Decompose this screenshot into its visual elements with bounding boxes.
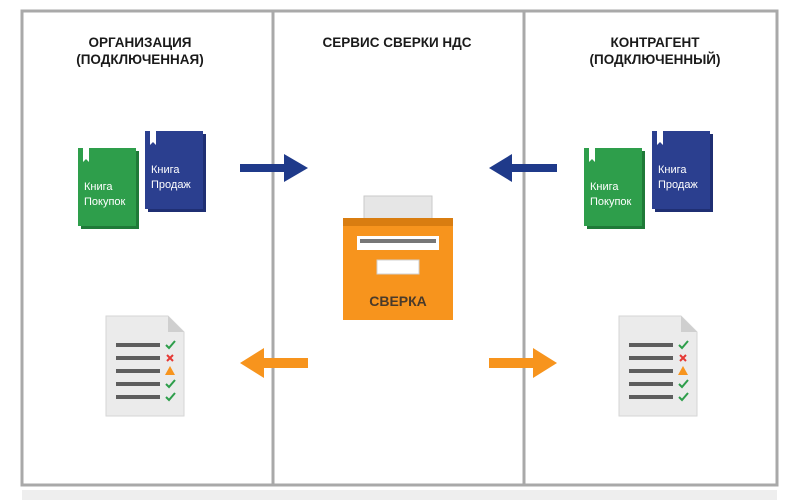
sales-book-label-line1-left: Книга xyxy=(151,164,180,176)
reconcile-box-icon: СВЕРКА xyxy=(343,195,453,320)
check-icon xyxy=(678,392,689,402)
check-icon xyxy=(678,340,689,350)
purchase-book-label-line2-left: Покупок xyxy=(84,196,126,208)
cross-icon xyxy=(679,354,687,362)
sales-book-label-line1-right: Книга xyxy=(658,164,687,176)
purchase-book-label-line1-left: Книга xyxy=(84,181,113,193)
arrow-right-orange-icon xyxy=(489,348,557,378)
check-icon xyxy=(165,379,176,389)
sales-book-icon-right: Книга Продаж xyxy=(652,131,713,212)
sales-book-icon-left: Книга Продаж xyxy=(145,131,206,212)
check-icon xyxy=(165,392,176,402)
sales-book-label-line2-left: Продаж xyxy=(151,179,191,191)
sales-book-label-line2-right: Продаж xyxy=(658,179,698,191)
warning-icon xyxy=(678,366,688,375)
purchase-book-label-line2-right: Покупок xyxy=(590,196,632,208)
left-title-line1: ОРГАНИЗАЦИЯ xyxy=(89,35,192,50)
left-title-line2: (ПОДКЛЮЧЕННАЯ) xyxy=(76,52,204,67)
purchase-book-icon-right: Книга Покупок xyxy=(584,148,645,229)
check-icon xyxy=(165,340,176,350)
arrow-left-orange-icon xyxy=(240,348,308,378)
cross-icon xyxy=(166,354,174,362)
arrow-right-blue-icon xyxy=(240,154,308,182)
bottom-strip xyxy=(22,490,777,500)
right-title-line1: КОНТРАГЕНТ xyxy=(611,35,701,50)
warning-icon xyxy=(165,366,175,375)
reconcile-box-label: СВЕРКА xyxy=(369,293,427,309)
column-frame-right xyxy=(522,9,779,487)
center-title: СЕРВИС СВЕРКИ НДС xyxy=(322,35,471,50)
arrow-left-blue-icon xyxy=(489,154,557,182)
report-document-icon-left xyxy=(105,315,185,417)
report-document-icon-right xyxy=(618,315,698,417)
check-icon xyxy=(678,379,689,389)
right-title-line2: (ПОДКЛЮЧЕННЫЙ) xyxy=(590,52,721,67)
purchase-book-icon-left: Книга Покупок xyxy=(78,148,139,229)
purchase-book-label-line1-right: Книга xyxy=(590,181,619,193)
